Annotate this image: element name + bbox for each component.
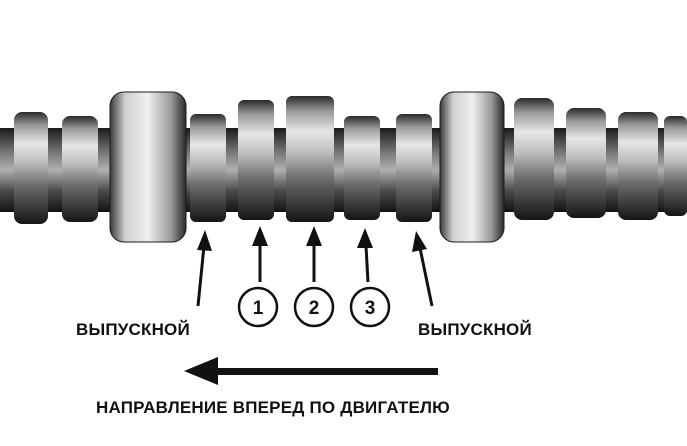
marker-2-label: 2 [309, 298, 320, 319]
direction-caption: НАПРАВЛЕНИЕ ВПЕРЕД ПО ДВИГАТЕЛЮ [96, 398, 450, 417]
marker-1-label: 1 [253, 298, 264, 319]
exhaust-lobe-left [190, 114, 226, 222]
exhaust-lobe-right [396, 114, 432, 222]
exhaust-label-left: ВЫПУСКНОЙ [76, 320, 190, 339]
pointer-arrows [196, 226, 434, 307]
lobe-2 [286, 96, 334, 222]
lobe-1 [238, 100, 274, 220]
bearing-journal-right [439, 91, 505, 243]
number-marker-3: 3 [349, 286, 391, 328]
exhaust-label-right: ВЫПУСКНОЙ [418, 320, 532, 339]
number-marker-1: 1 [237, 286, 279, 328]
arrow-lobe-1 [252, 226, 268, 282]
lobe-3 [344, 116, 380, 220]
marker-3-label: 3 [365, 298, 376, 319]
center-cam-lobes [190, 96, 432, 222]
arrow-exhaust-left [196, 230, 212, 307]
number-marker-2: 2 [293, 286, 335, 328]
bearing-journal-left [109, 91, 187, 243]
forward-direction-arrow [184, 357, 438, 385]
arrow-exhaust-right [412, 231, 434, 307]
right-cam-lobes [514, 98, 687, 220]
arrow-lobe-2 [306, 226, 322, 282]
left-cam-lobes [14, 112, 98, 224]
arrow-lobe-3 [357, 228, 373, 283]
